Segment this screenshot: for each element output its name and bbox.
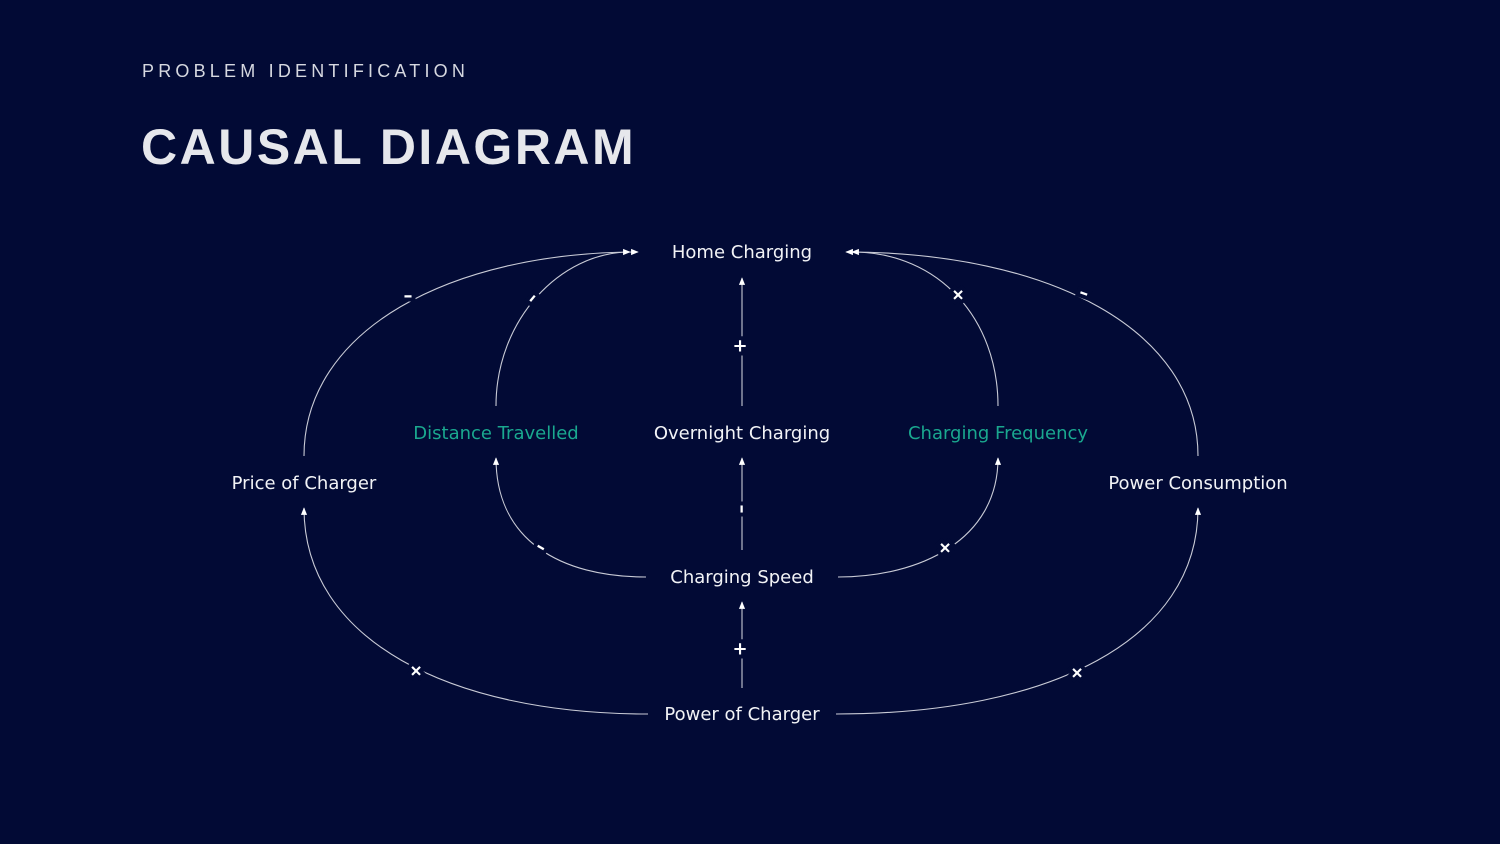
edge-polarity-sign: – bbox=[521, 288, 543, 308]
node-home-charging: Home Charging bbox=[672, 242, 812, 263]
edge-arrow bbox=[303, 248, 639, 457]
node-distance-travelled: Distance Travelled bbox=[413, 423, 578, 444]
edge-arrow bbox=[835, 507, 1202, 715]
node-price-of-charger: Price of Charger bbox=[232, 473, 377, 494]
edge-polarity-sign: + bbox=[932, 535, 958, 561]
edge-polarity-sign: + bbox=[403, 658, 429, 684]
edge-polarity-sign: – bbox=[532, 536, 550, 559]
edge-polarity-sign: + bbox=[945, 282, 971, 308]
edge-polarity-sign: + bbox=[732, 336, 747, 357]
edge-arrow bbox=[837, 457, 1002, 578]
node-charging-frequency: Charging Frequency bbox=[908, 423, 1088, 444]
edge-polarity-sign: – bbox=[404, 286, 413, 307]
edge-polarity-sign: + bbox=[1064, 660, 1090, 686]
edge-arrow bbox=[300, 507, 649, 715]
page-title: CAUSAL DIAGRAM bbox=[141, 119, 637, 175]
section-kicker: PROBLEM IDENTIFICATION bbox=[142, 61, 470, 81]
edge-polarity-sign: – bbox=[732, 505, 753, 514]
edge-arrow bbox=[851, 248, 999, 407]
edge-arrow bbox=[492, 457, 647, 578]
edge-polarity-sign: + bbox=[732, 639, 747, 660]
node-overnight-charging: Overnight Charging bbox=[654, 423, 830, 444]
edge-polarity-sign: – bbox=[1076, 282, 1092, 305]
edge-arrow bbox=[495, 248, 631, 407]
node-power-consumption: Power Consumption bbox=[1108, 473, 1287, 494]
node-charging-speed: Charging Speed bbox=[670, 567, 814, 588]
node-power-of-charger: Power of Charger bbox=[664, 704, 820, 725]
edge-arrow bbox=[845, 248, 1199, 457]
